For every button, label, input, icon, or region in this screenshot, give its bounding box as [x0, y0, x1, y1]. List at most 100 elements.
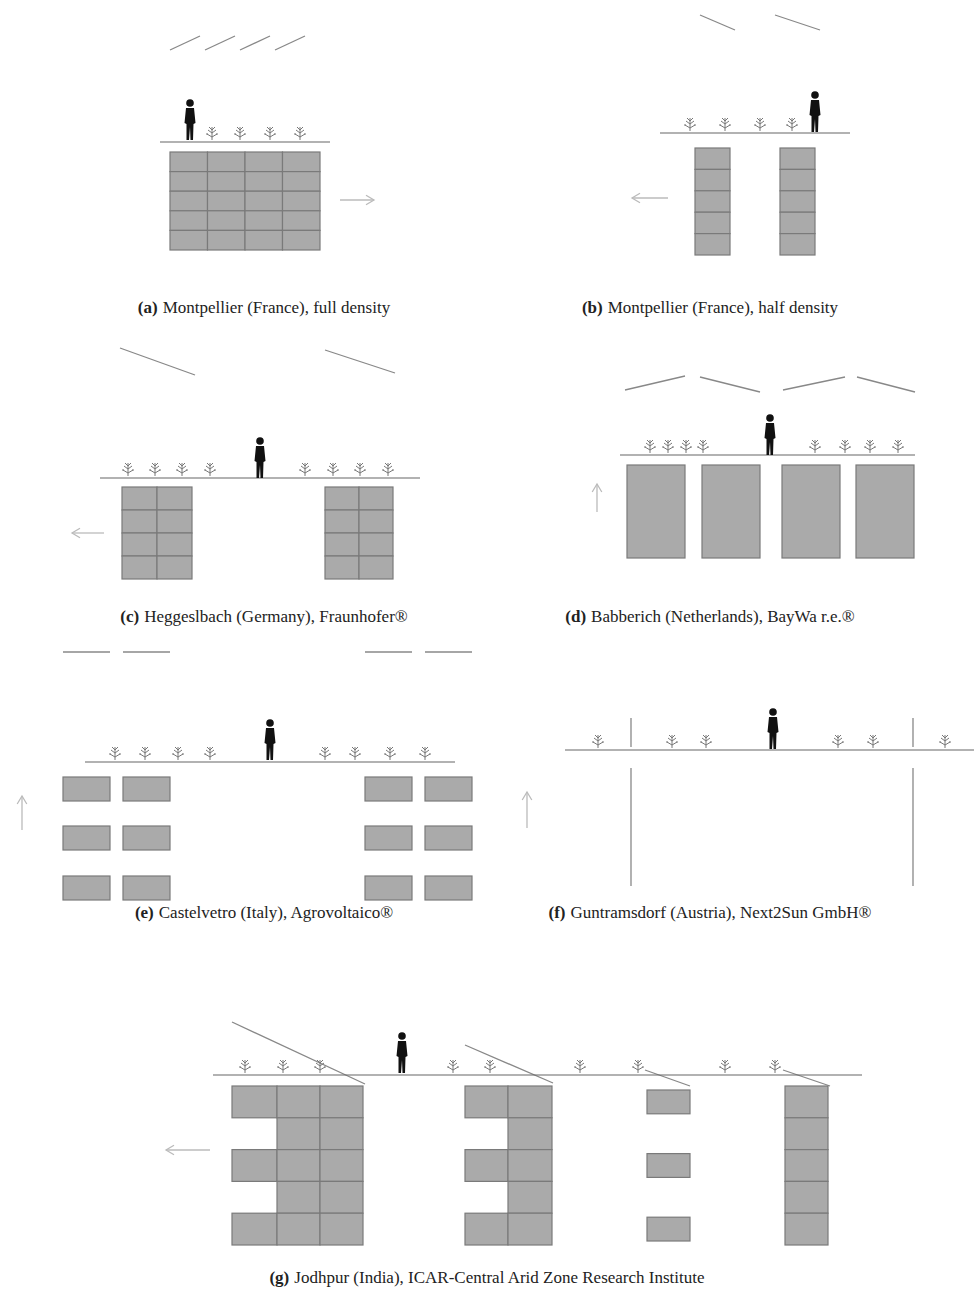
pv-module-block — [325, 533, 359, 556]
panel-caption: (b) Montpellier (France), half density — [450, 298, 970, 318]
crop-plant — [592, 735, 604, 748]
crop-plant — [697, 440, 709, 453]
pv-panel-line — [645, 1070, 690, 1086]
pv-module-block — [63, 777, 110, 801]
crop-plant — [319, 747, 331, 760]
pv-module-block — [277, 1086, 320, 1118]
ground-line — [85, 761, 455, 762]
crop-plant — [484, 1060, 496, 1073]
pv-panel-line — [123, 651, 170, 652]
pv-module-block — [508, 1118, 552, 1150]
pv-module-block — [365, 777, 412, 801]
panel-letter: (e) — [135, 903, 154, 922]
pv-module-block — [325, 510, 359, 533]
pv-module-block — [508, 1181, 552, 1213]
crop-plant — [349, 747, 361, 760]
ground-line — [660, 132, 850, 133]
pv-panel-line — [783, 1070, 830, 1086]
pv-module-block — [122, 487, 157, 510]
pv-module-block — [856, 465, 914, 558]
pv-module-block — [320, 1118, 363, 1150]
person-silhouette — [255, 437, 266, 478]
pv-module-block — [508, 1213, 552, 1245]
crop-plant — [384, 747, 396, 760]
pv-module-block — [359, 533, 393, 556]
pv-module-block — [170, 172, 208, 192]
orientation-arrow — [526, 792, 527, 828]
crop-plant — [204, 747, 216, 760]
crop-plant — [644, 440, 656, 453]
crop-plant — [206, 127, 218, 140]
panel-letter: (f) — [549, 903, 566, 922]
pv-module-block — [277, 1118, 320, 1150]
pv-module-block — [245, 172, 283, 192]
caption-text: Castelvetro (Italy), Agrovoltaico® — [159, 903, 393, 922]
pv-module-block — [277, 1150, 320, 1182]
pv-panel-line — [625, 376, 685, 390]
pv-module-block — [359, 487, 393, 510]
pv-panel-line — [240, 36, 270, 50]
pv-panel-line — [912, 768, 913, 886]
pv-module-block — [232, 1213, 277, 1245]
pv-module-block — [425, 876, 472, 900]
pv-module-block — [508, 1150, 552, 1182]
crop-plant — [294, 127, 306, 140]
pv-panel-line — [325, 350, 395, 373]
pv-module-block — [208, 172, 246, 192]
pv-module-block — [157, 533, 192, 556]
pv-panel-line — [912, 718, 913, 747]
pv-module-block — [325, 556, 359, 579]
pv-module-block — [208, 230, 246, 250]
pv-module-block — [627, 465, 685, 558]
orientation-arrowhead — [166, 1145, 174, 1155]
person-silhouette — [810, 91, 821, 132]
pv-module-block — [465, 1086, 508, 1118]
crop-plant — [666, 735, 678, 748]
person-silhouette — [765, 414, 776, 455]
crop-plant — [382, 463, 394, 476]
pv-module-block — [277, 1213, 320, 1245]
pv-module-block — [157, 487, 192, 510]
caption-text: Montpellier (France), half density — [608, 298, 838, 317]
crop-plant — [839, 440, 851, 453]
pv-module-block — [780, 234, 815, 255]
crop-plant — [719, 118, 731, 131]
pv-module-block — [359, 510, 393, 533]
pv-module-block — [122, 556, 157, 579]
crop-plant — [149, 463, 161, 476]
crop-plant — [234, 127, 246, 140]
orientation-arrowhead — [17, 796, 27, 804]
person-silhouette — [397, 1032, 408, 1073]
crop-plant — [122, 463, 134, 476]
caption-text: Montpellier (France), full density — [163, 298, 391, 317]
pv-module-block — [508, 1086, 552, 1118]
pv-panel-line — [783, 377, 845, 390]
orientation-arrowhead — [632, 193, 640, 203]
pv-panel-line — [630, 768, 631, 886]
panel-caption: (a)Montpellier (France), full density — [4, 298, 524, 318]
crop-plant — [786, 118, 798, 131]
pv-module-block — [695, 148, 730, 169]
pv-panel-line — [857, 377, 915, 392]
crop-plant — [684, 118, 696, 131]
crop-plant — [264, 127, 276, 140]
panel-letter: (b) — [582, 298, 603, 317]
pv-module-block — [283, 152, 321, 172]
crop-plant — [204, 463, 216, 476]
ground-line — [160, 141, 330, 142]
pv-module-block — [695, 169, 730, 190]
orientation-arrow — [21, 796, 22, 830]
pv-module-block — [157, 510, 192, 533]
pv-module-block — [245, 152, 283, 172]
crop-plant — [719, 1060, 731, 1073]
pv-module-block — [170, 211, 208, 231]
pv-module-block — [695, 234, 730, 255]
crop-plant — [892, 440, 904, 453]
panel-caption: (e) Castelvetro (Italy), Agrovoltaico® — [4, 903, 524, 923]
pv-module-block — [785, 1150, 828, 1182]
orientation-arrow — [166, 1149, 210, 1150]
panel-caption: (d)Babberich (Netherlands), BayWa r.e.® — [450, 607, 970, 627]
pv-module-block — [232, 1086, 277, 1118]
